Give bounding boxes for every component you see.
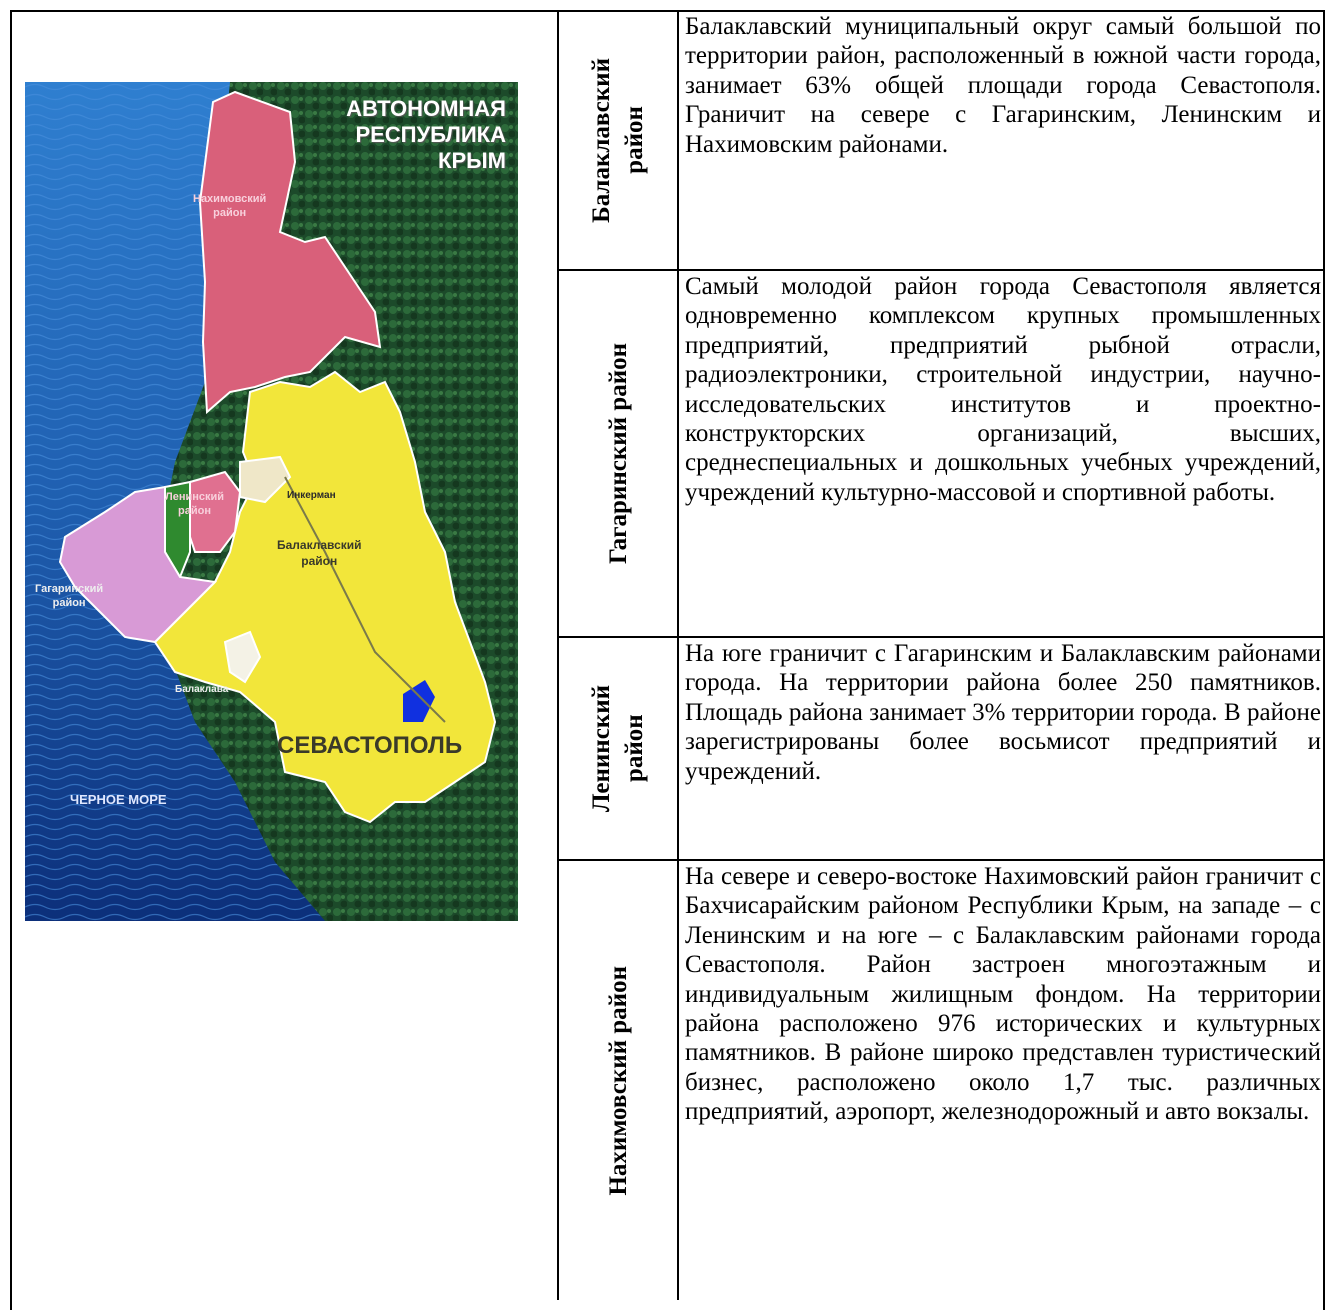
- balaklava-label: Балаклава: [175, 684, 229, 695]
- table-divider: [677, 10, 679, 1300]
- lake-region: [403, 680, 435, 722]
- district-label: Гагаринский район: [604, 342, 632, 565]
- district-description: На юге граничит с Гагаринским и Балаклав…: [685, 640, 1321, 785]
- leninsky-label: Ленинский район: [165, 491, 225, 517]
- map-title: АВТОНОМНАЯ РЕСПУБЛИКА КРЫМ: [346, 96, 506, 174]
- district-label-cell: Балаклавский район: [559, 12, 677, 269]
- nakhimovsky-region: [198, 90, 382, 415]
- row-divider: [557, 636, 1325, 638]
- nakhimovsky-label: Нахимовский район: [193, 193, 267, 219]
- district-description: На севере и северо-востоке Нахимовский р…: [685, 863, 1321, 1126]
- gagarinsky-label: Гагаринский район: [35, 583, 104, 609]
- district-description: Самый молодой район города Севастополя я…: [685, 273, 1321, 506]
- map-title-line: РЕСПУБЛИКА: [355, 122, 506, 147]
- district-label-cell: Нахимовский район: [559, 861, 677, 1300]
- district-label-cell: Ленинский район: [559, 638, 677, 859]
- gagarinsky-region: [58, 485, 218, 644]
- balaklavsky-label: Балаклавский район: [277, 538, 362, 568]
- district-label: Балаклавский район: [588, 58, 648, 223]
- row-divider: [557, 269, 1325, 271]
- district-label: Нахимовский район: [604, 965, 632, 1196]
- sevastopol-district-map: АВТОНОМНАЯ РЕСПУБЛИКА КРЫМ Нахимовский р…: [25, 82, 518, 921]
- district-label: Ленинский район: [588, 684, 648, 813]
- district-label-cell: Гагаринский район: [559, 271, 677, 636]
- inkerman-label: Инкерман: [287, 490, 336, 501]
- map-graphic: [25, 82, 518, 921]
- table-divider: [557, 10, 559, 1300]
- row-divider: [557, 859, 1325, 861]
- document-table: [10, 10, 1325, 1310]
- map-title-line: КРЫМ: [438, 148, 506, 173]
- black-sea-label: ЧЕРНОЕ МОРЕ: [70, 792, 167, 807]
- map-title-line: АВТОНОМНАЯ: [346, 96, 506, 121]
- sevastopol-label: СЕВАСТОПОЛЬ: [277, 732, 463, 759]
- district-description: Балаклавский муниципальный округ самый б…: [685, 13, 1321, 158]
- balaklava-region: [223, 630, 262, 684]
